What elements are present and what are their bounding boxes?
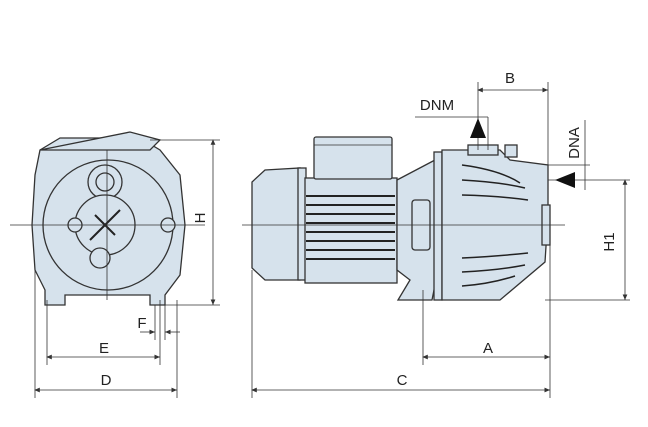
side-view	[242, 136, 565, 301]
dim-label-c: C	[397, 372, 408, 389]
dim-label-f: F	[137, 315, 146, 332]
dim-label-e: E	[99, 340, 109, 357]
dim-label-d: D	[101, 372, 112, 389]
dim-label-b: B	[505, 70, 515, 87]
dim-label-dnm: DNM	[420, 97, 454, 114]
dna-flow-arrow-icon	[555, 172, 575, 188]
dim-label-dna: DNA	[566, 127, 583, 159]
dimension-lines	[34, 82, 630, 398]
dim-label-a: A	[483, 340, 493, 357]
dim-label-h1: H1	[601, 232, 618, 251]
dnm-flow-arrow-icon	[470, 118, 486, 138]
front-view	[10, 131, 205, 306]
dim-label-h: H	[192, 213, 209, 224]
